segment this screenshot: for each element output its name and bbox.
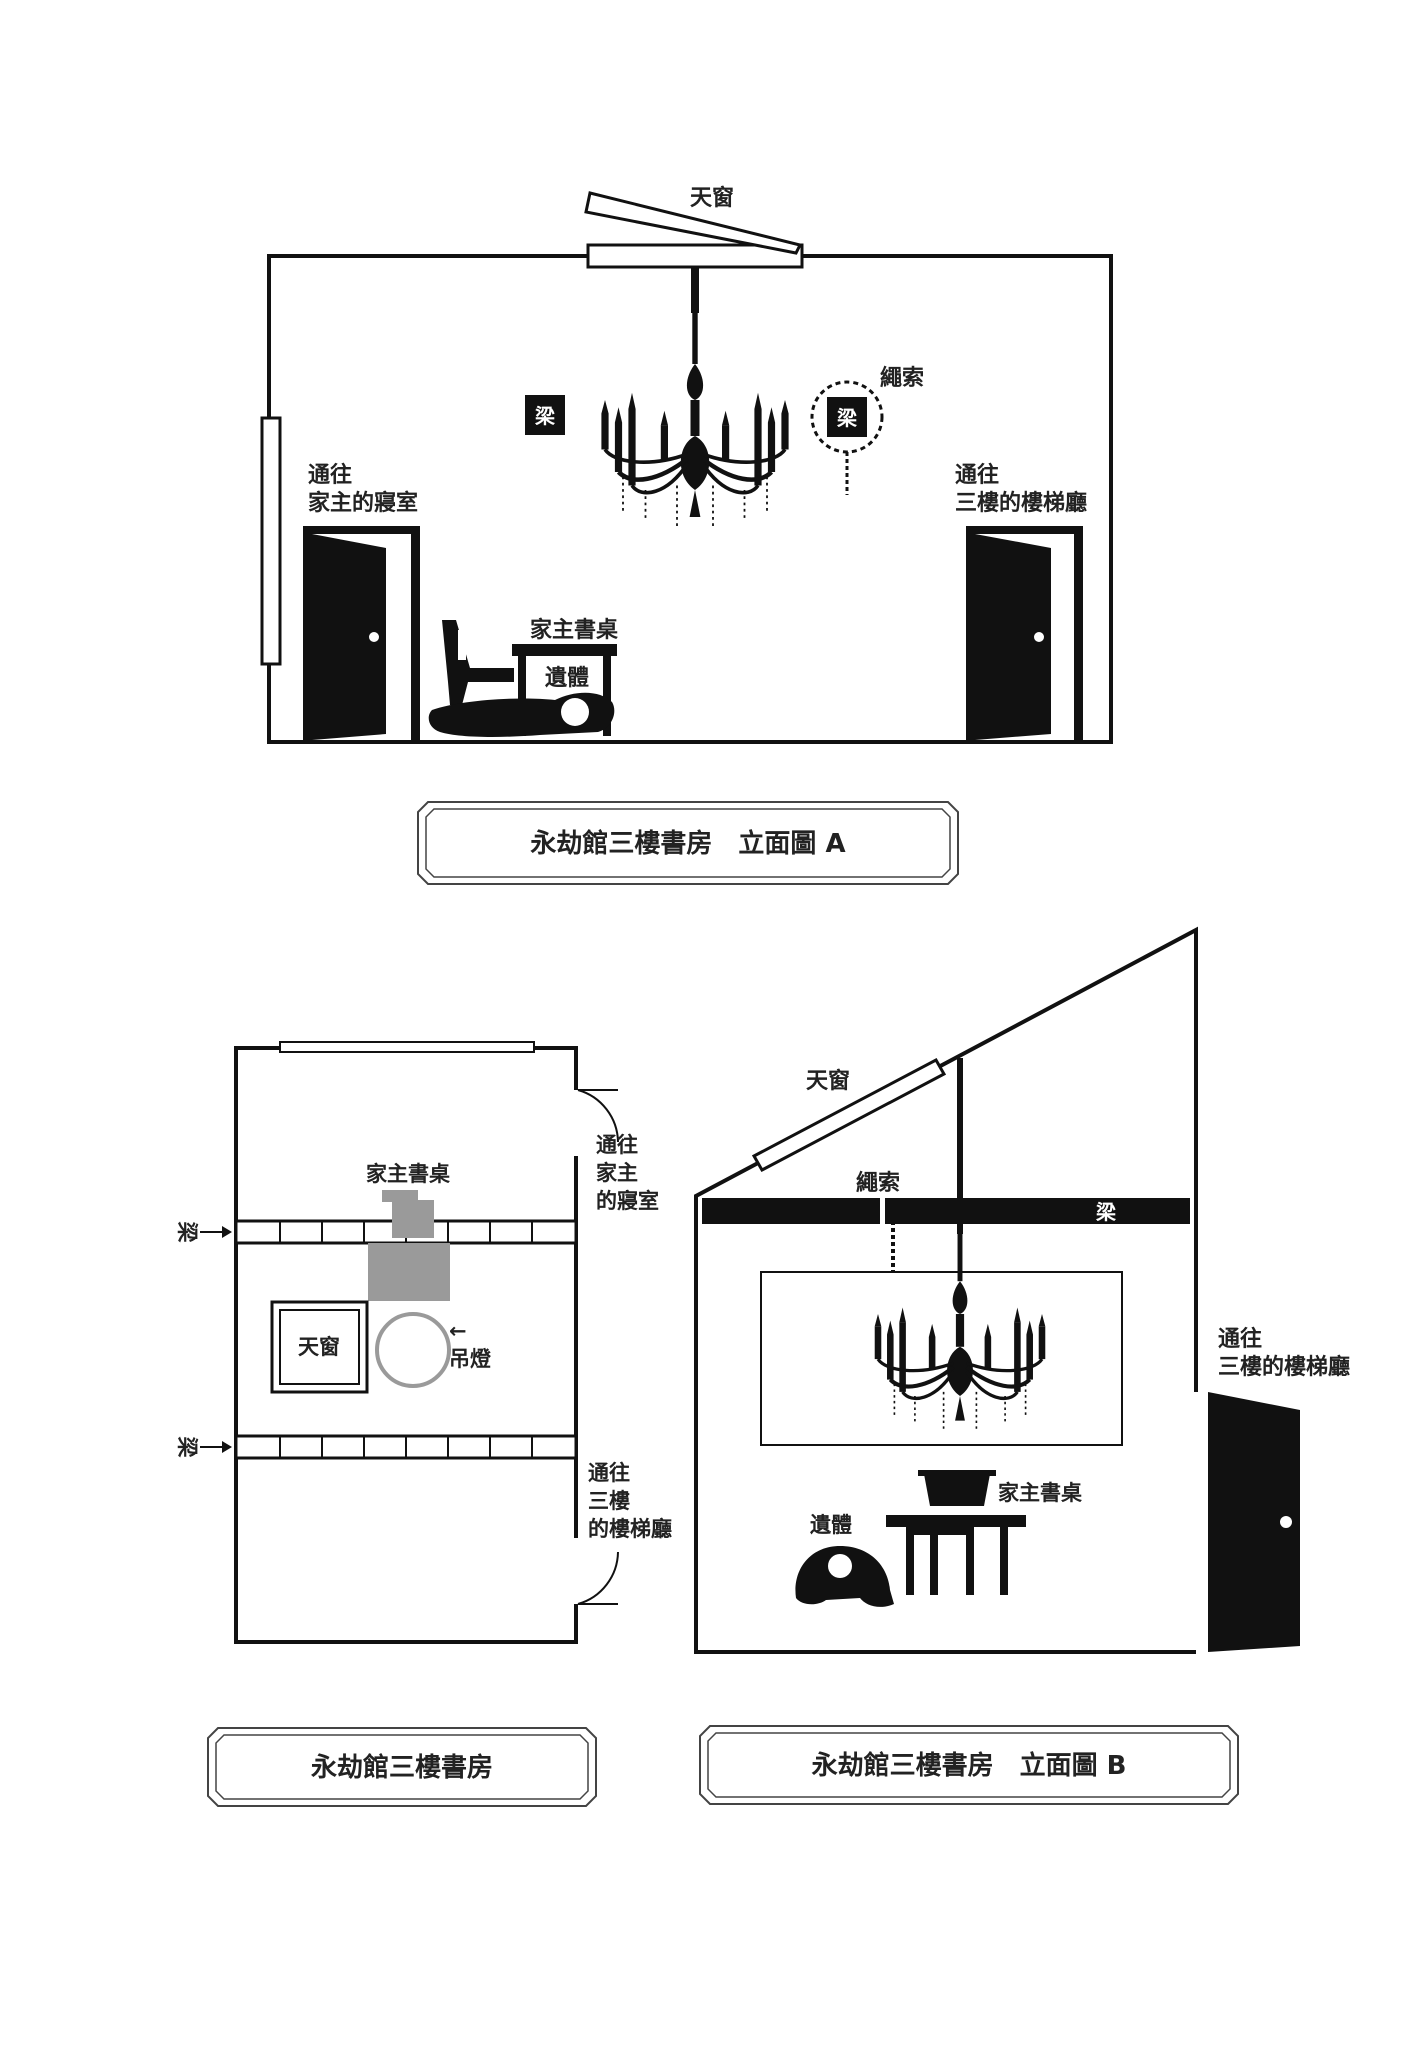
elevation-a-caption-box: [417, 801, 959, 885]
elevation-a-chandelier-icon: [601, 310, 788, 526]
plan-to-bedroom-label-3: 的寢室: [596, 1189, 659, 1213]
elevation-b-door: [1208, 1392, 1300, 1652]
plan-to-stairs-label-1: 通往: [588, 1461, 630, 1485]
plan-door-swing-bottom: [577, 1551, 619, 1605]
elevation-b-body-head-highlight: [828, 1554, 852, 1578]
elevation-a-to-stairs-label-2: 三樓的樓梯廳: [955, 490, 1087, 516]
plan-skylight-inner: [279, 1309, 360, 1385]
elevation-a-beam-right-label: 梁: [836, 406, 858, 430]
elevation-b-to-stairs-label-2: 三樓的樓梯廳: [1218, 1354, 1350, 1380]
elevation-b-caption: 永劫館三樓書房 立面圖 B: [812, 1750, 1127, 1781]
elevation-b-desk-item: [924, 1474, 990, 1506]
elevation-a-beam-left: [525, 395, 565, 435]
plan-beam-bottom: [234, 1434, 578, 1460]
plan-to-bedroom-label-2: 家主: [596, 1161, 638, 1185]
plan-door-gap-top: [572, 1090, 580, 1156]
elevation-a-to-bedroom-label-1: 通往: [308, 462, 352, 488]
plan-chandelier-label: 吊燈: [449, 1347, 492, 1371]
elevation-a-rope-label: 繩索: [880, 365, 924, 391]
elevation-a-skylight-pane: [584, 191, 803, 255]
plan-desk: [368, 1243, 450, 1301]
elevation-a-side-window: [260, 416, 282, 666]
elevation-a-caption: 永劫館三樓書房 立面圖 A: [530, 828, 845, 859]
elevation-b-room-outline: [694, 926, 1198, 1654]
elevation-a-left-door-knob: [369, 632, 379, 642]
elevation-a-desk-leg-left: [518, 656, 526, 736]
elevation-b-desk-leg-4: [1000, 1527, 1008, 1595]
elevation-b-to-stairs-label-1: 通往: [1218, 1326, 1262, 1352]
elevation-a-chair: [442, 620, 514, 705]
plan-window: [279, 1041, 535, 1053]
elevation-a-right-door-leaf: [975, 534, 1051, 740]
plan-desk-label: 家主書桌: [366, 1162, 451, 1186]
elevation-b-desk-leg-2: [930, 1527, 938, 1595]
elevation-a-desk-label: 家主書桌: [530, 617, 619, 643]
elevation-a-desk-leg-right: [603, 656, 611, 736]
elevation-a-right-door-knob: [1034, 632, 1044, 642]
elevation-a-skylight-frame: [586, 243, 804, 269]
floor-plan: 梁 梁 家主書桌 天窗 ← 吊燈 通往 家主 的寢室 通往 三樓 的樓梯廳 永劫…: [175, 1041, 672, 1807]
elevation-a: 天窗 梁 梁 繩索 通往 家主的寢室 通往 三樓的樓梯廳 家主書桌 遺體: [260, 185, 1113, 885]
elevation-b-body-label: 遺體: [810, 1513, 852, 1537]
elevation-a-chair-back-gap: [458, 630, 466, 660]
elevation-b-beam-label: 梁: [1095, 1200, 1117, 1224]
elevation-b-desk-leg-1: [906, 1527, 914, 1595]
elevation-b-caption-box: [699, 1725, 1239, 1805]
elevation-b-beam: [702, 1198, 1190, 1224]
plan-beam-top-label: 梁: [175, 1221, 199, 1244]
elevation-a-skylight-label: 天窗: [690, 185, 734, 211]
plan-to-bedroom-label-1: 通往: [596, 1133, 638, 1157]
elevation-b-skylight-label: 天窗: [806, 1068, 850, 1094]
elevation-a-desk-top: [512, 644, 617, 656]
elevation-b-window: [760, 1271, 1123, 1446]
elevation-a-to-stairs-label-1: 通往: [955, 462, 999, 488]
elevation-a-beam-left-label: 梁: [534, 404, 556, 428]
plan-caption-box: [207, 1727, 597, 1807]
plan-skylight-label: 天窗: [298, 1335, 340, 1359]
elevation-b-rope-label: 繩索: [856, 1170, 900, 1196]
plan-door-swing-top: [577, 1089, 619, 1143]
elevation-b-door-knob: [1280, 1516, 1292, 1528]
elevation-b-desk-label: 家主書桌: [998, 1481, 1083, 1505]
plan-beam-bottom-label: 梁: [175, 1436, 199, 1459]
elevation-b-beam-gap: [880, 1198, 885, 1224]
elevation-a-beam-right: [827, 397, 867, 437]
elevation-b-desk-leg-3: [966, 1527, 974, 1595]
plan-chandelier-arrow: ←: [449, 1319, 467, 1343]
elevation-b-skylight: [751, 1057, 947, 1173]
plan-desk-chair: [392, 1200, 434, 1238]
plan-door-gap-bottom: [572, 1538, 580, 1604]
elevation-a-body-label: 遺體: [545, 665, 589, 691]
plan-desk-item: [382, 1190, 418, 1202]
elevation-a-chandelier-rod: [691, 268, 699, 313]
plan-to-stairs-label-3: 的樓梯廳: [588, 1517, 672, 1541]
plan-caption: 永劫館三樓書房: [311, 1752, 493, 1783]
elevation-b: 天窗 梁 繩索 通往 三樓的樓梯廳 家主書桌 遺體: [694, 926, 1350, 1805]
plan-to-stairs-label-2: 三樓: [588, 1489, 630, 1513]
elevation-a-body-head-highlight: [561, 698, 589, 726]
plan-chandelier-circle: [375, 1312, 451, 1388]
elevation-b-chandelier-rod: [957, 1058, 963, 1198]
elevation-a-left-door-leaf: [312, 534, 386, 740]
elevation-a-to-bedroom-label-2: 家主的寢室: [308, 490, 418, 516]
elevation-b-desk-top: [886, 1515, 1026, 1527]
